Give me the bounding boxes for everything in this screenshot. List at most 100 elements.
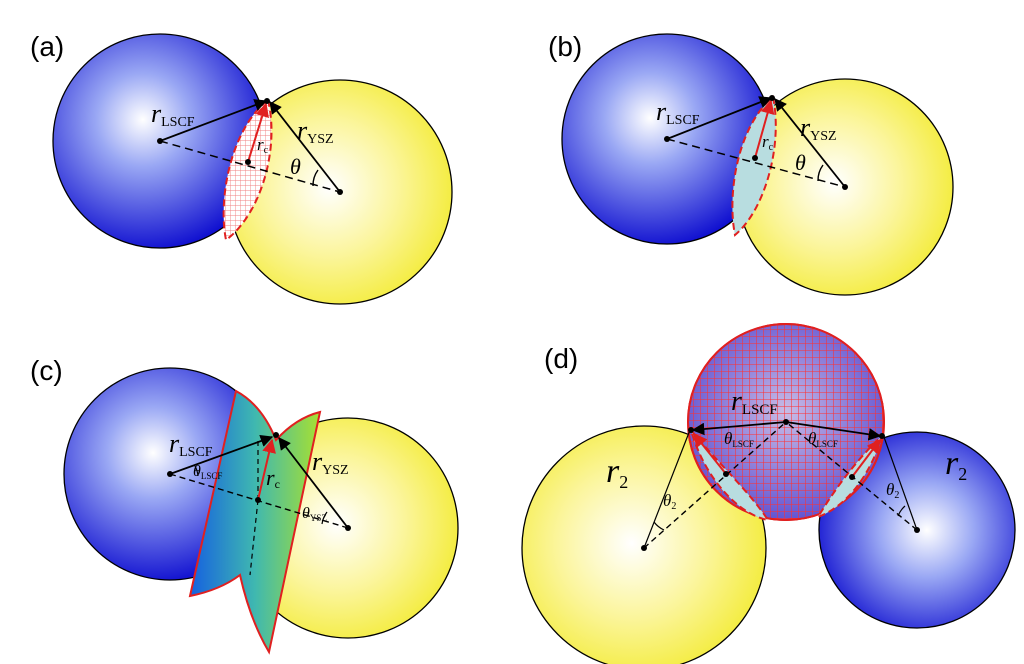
contact-edge-right [879,433,885,439]
theta-lscf-right-label: θ [808,429,816,448]
r-ysz-label: r [800,113,811,142]
r-lscf-sub: LSCF [666,113,700,128]
contact-edge [769,95,775,101]
contact-center [752,155,758,161]
center-line [159,140,341,193]
panel-c: (c) rLSCF rYSZ rc θLSCF θYSZ [30,355,459,655]
lscf-center [157,138,163,144]
r-lscf-sub: LSCF [161,115,195,130]
svg-text:rYSZ: rYSZ [312,447,349,478]
r-c-sub: c [264,145,269,156]
svg-text:r2: r2 [945,445,967,484]
contact-center [255,497,261,503]
theta-label: θ [795,150,806,175]
r2-left-label: r [606,453,620,490]
r-lscf-arrow [169,434,274,475]
r-ysz-arrow [278,437,349,529]
r-c-label: r [266,465,275,490]
contact-edge-left [688,427,694,433]
theta-lscf-arc [194,465,199,477]
svg-text:rc: rc [257,135,269,156]
r-lscf-arrow-left [691,421,787,436]
svg-text:θLSCF: θLSCF [808,429,838,449]
r-c-arrow [247,102,269,163]
center-line-left [643,421,787,549]
contact-edge [264,98,270,104]
theta-ysz-arc [321,511,328,525]
contact-area [731,95,777,237]
svg-text:rc: rc [762,132,774,153]
lscf-center-right [914,527,920,533]
theta-ysz-label: θ [302,505,310,522]
r-lscf-label: r [731,386,742,417]
lscf-center [664,136,670,142]
theta-2-left-label: θ [663,491,671,510]
theta-2-arc-left [653,521,665,531]
r-c-label: r [257,135,264,154]
r-lscf-label: r [169,429,180,458]
theta-2-left-sub: 2 [671,501,676,512]
r-c-arrow [754,99,775,159]
lscf-center [167,471,173,477]
panel-a-label: (a) [30,31,64,62]
lscf-center [783,419,789,425]
panel-d: (d) rLSCF θLSCF θLSCF r2 r2 θ2 θ2 [521,323,1016,664]
r-ysz-label: r [297,116,308,145]
r-c-sub: c [769,142,774,153]
r-lscf-arrow [666,96,773,140]
svg-text:θYSZ: θYSZ [302,505,327,523]
r2-line-right [883,436,918,531]
r-ysz-sub: YSZ [322,463,348,478]
r-ysz-arrow [269,101,341,193]
theta-arc [312,169,319,187]
r-c-arrow-right [851,438,881,478]
r-c-sub: c [275,477,280,491]
svg-text:rLSCF: rLSCF [731,386,778,418]
theta-lscf-left-label: θ [724,429,732,448]
theta-lscf-left-sub: LSCF [732,439,754,449]
svg-text:rLSCF: rLSCF [151,99,195,130]
contact-edge [273,432,279,438]
r2-left-sub: 2 [619,472,628,492]
svg-text:θLSCF: θLSCF [193,463,222,481]
r-lscf-arrow-right [785,421,882,441]
r-ysz-sub: YSZ [810,129,836,144]
theta-lscf-sub: LSCF [201,471,223,481]
ysz-center [345,525,351,531]
r-lscf-label: r [656,97,667,126]
svg-text:rLSCF: rLSCF [656,97,700,128]
theta-2-right-label: θ [886,480,894,499]
r2-right-sub: 2 [958,464,967,484]
ysz-center [337,189,343,195]
contact-center-right [849,474,855,480]
svg-text:θ2: θ2 [886,480,899,501]
panel-a: (a) rLSCF rYSZ rc θ [30,31,453,305]
svg-text:rYSZ: rYSZ [297,116,334,147]
svg-text:θ2: θ2 [663,491,676,512]
r-ysz-label: r [312,447,323,476]
panel-b-label: (b) [548,31,582,62]
ysz-center [842,184,848,190]
r-ysz-arrow [774,98,846,188]
theta-ysz-sub: YSZ [310,513,327,523]
r2-right-label: r [945,445,959,482]
theta-2-right-sub: 2 [894,490,899,501]
theta-arc [817,164,824,182]
svg-text:θLSCF: θLSCF [724,429,754,449]
svg-text:r2: r2 [606,453,628,492]
r-lscf-arrow [159,99,268,142]
r-c-arrow-left [693,432,727,475]
theta-lscf-right-sub: LSCF [816,439,838,449]
r-c-label: r [762,132,769,151]
panel-c-label: (c) [30,355,63,386]
contact-area-left [690,429,771,522]
contact-center [245,159,251,165]
r-lscf-label: r [151,99,162,128]
svg-text:rLSCF: rLSCF [169,429,213,460]
center-line [666,138,846,188]
r-lscf-sub: LSCF [179,445,213,460]
svg-text:rc: rc [266,465,280,491]
neck-axis-lower [249,499,259,576]
contact-center-left [723,471,729,477]
